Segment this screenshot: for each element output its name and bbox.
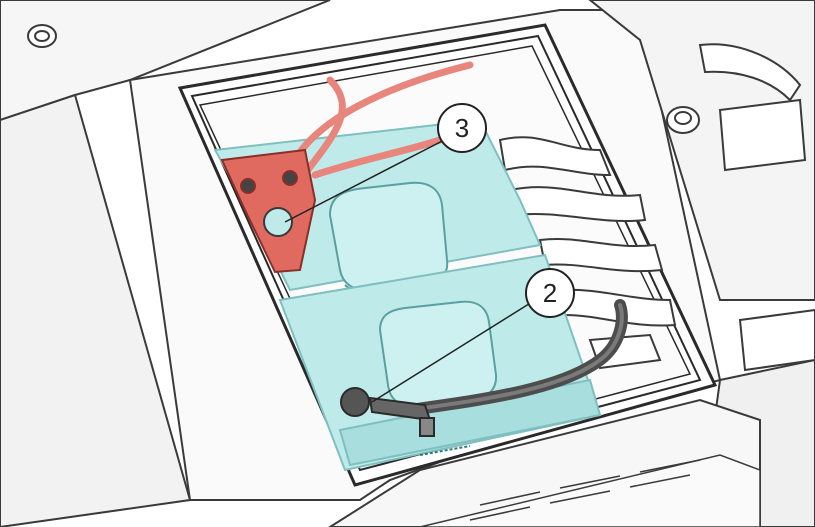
mounting-bolt (667, 107, 699, 133)
callout-2-label: 2 (543, 278, 557, 308)
callout-3: 3 (438, 104, 486, 152)
mounting-bolt (28, 25, 56, 47)
callout-3-label: 3 (455, 113, 469, 143)
callout-2: 2 (526, 269, 574, 317)
